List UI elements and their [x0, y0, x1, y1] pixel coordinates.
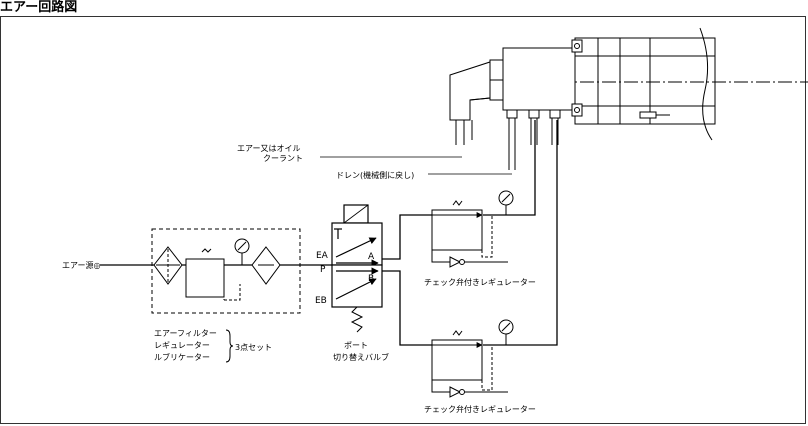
main-air-lines	[100, 120, 558, 346]
label-check-regulator-top: チェック弁付きレギュレーター	[424, 277, 536, 287]
port-hoses	[508, 118, 559, 170]
label-air-or-oil: エアー又はオイル	[237, 144, 301, 153]
label-drain: ドレン(機械側に戻し)	[336, 170, 414, 180]
port-switch-valve	[331, 204, 383, 333]
leader-lines	[320, 156, 512, 175]
brace	[225, 329, 234, 363]
label-regulator: レギュレーター	[154, 341, 210, 350]
page-title: エアー回路図	[0, 0, 78, 15]
label-air-source: エアー源◎	[62, 261, 101, 270]
label-three-point-set: 3点セット	[235, 343, 272, 352]
check-regulator-upper	[431, 190, 514, 268]
valve-label-line2: 切り替えバルブ	[333, 352, 389, 362]
port-ea-label: EA	[316, 251, 329, 261]
valve-label-line1: ポート	[344, 341, 368, 350]
label-filter: エアーフィルター	[154, 329, 217, 338]
port-p-label: P	[320, 265, 326, 275]
port-b-label: B	[368, 274, 374, 284]
spindle-machine	[449, 27, 808, 145]
port-a-label: A	[368, 252, 375, 262]
label-check-regulator-bottom: チェック弁付きレギュレーター	[424, 404, 536, 414]
port-eb-label: EB	[315, 296, 327, 306]
label-coolant: クーラント	[263, 154, 303, 163]
label-lubricator: ルブリケーター	[154, 352, 210, 362]
check-regulator-lower	[431, 319, 514, 398]
frl-unit	[151, 228, 301, 314]
frl-regulator-symbol	[185, 258, 225, 298]
air-source: エアー源◎	[62, 261, 101, 270]
